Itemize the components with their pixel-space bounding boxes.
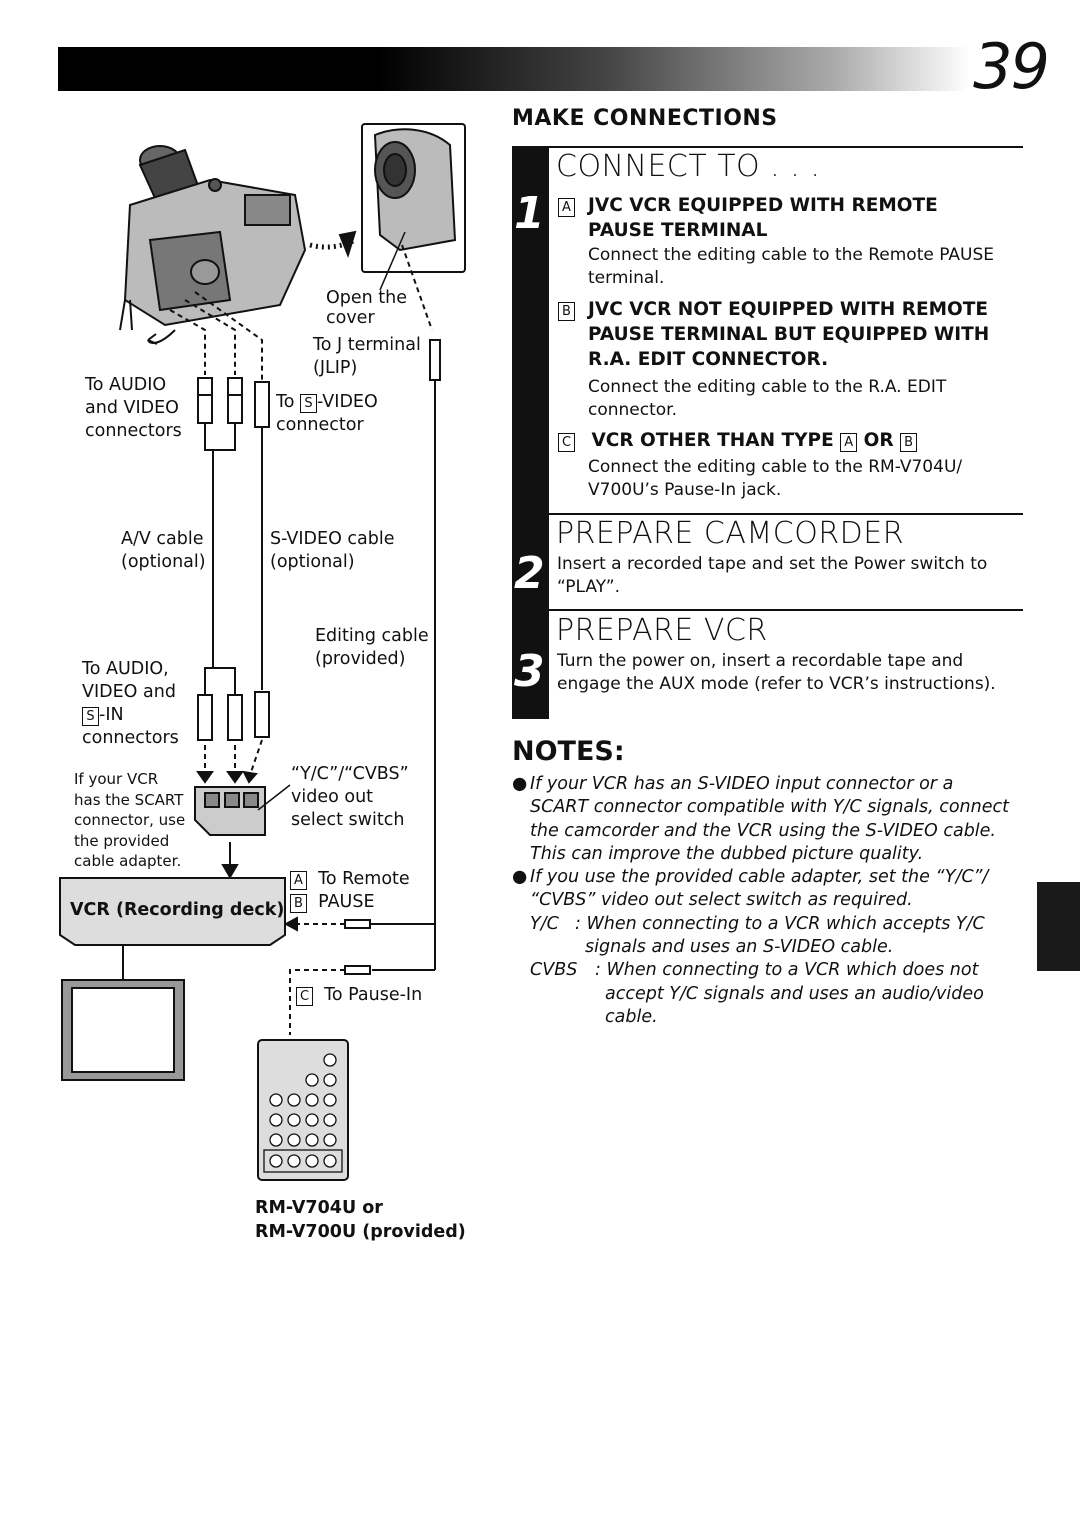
step1-number: 1 [514,188,545,239]
audio-video-in-label: To AUDIO,VIDEO and S-IN connectors [82,659,179,748]
page-number: 39 [973,30,1050,103]
step1-item-a-text: Connect the editing cable to the Remote … [588,245,995,288]
vcr-recording-deck-label: VCR (Recording deck) [70,900,285,920]
header-bar [58,47,970,91]
notes-list: ● If your VCR has an S-VIDEO input conne… [512,773,1032,1029]
step3-text: Turn the power on, insert a recordable t… [557,651,996,694]
note-yc: Y/C : When connecting to a VCR which acc… [530,913,985,958]
section-heading: MAKE CONNECTIONS [512,106,778,131]
notes-heading: NOTES: [512,736,625,767]
step3-number: 3 [514,646,545,697]
step1-item-b-text: Connect the editing cable to the R.A. ED… [588,377,947,420]
step2-number: 2 [514,548,545,599]
step2-title: PREPARE CAMCORDER [556,516,905,551]
step3-rule [549,609,1023,611]
step3-title: PREPARE VCR [556,613,768,648]
step1-item-c-heading: C VCR OTHER THAN TYPE A OR B [558,430,918,452]
svideo-cable-label: S-VIDEO cable(optional) [270,529,395,572]
step2-rule [549,513,1023,515]
camcorder-illustration [119,145,307,345]
remote-pause-label: A To Remote B PAUSE [290,868,410,914]
av-cable-label: A/V cable(optional) [121,529,206,572]
step1-item-c-text: Connect the editing cable to the RM-V704… [588,457,963,500]
editing-cable-label: Editing cable(provided) [315,626,429,669]
pause-in-label: C To Pause-In [296,984,422,1007]
step1-title: CONNECT TO . . . [556,149,821,184]
page-edge-tab [1037,882,1080,971]
j-terminal-label: To J terminal(JLIP) [313,335,421,378]
step1-rule [549,146,1023,148]
step1-item-b-heading: B JVC VCR NOT EQUIPPED WITH REMOTE PAUSE… [558,299,989,370]
connection-diagram [59,123,466,1181]
svideo-connector-label: To S-VIDEO connector [276,392,378,435]
step2-text: Insert a recorded tape and set the Power… [557,554,988,597]
note-cvbs: CVBS : When connecting to a VCR which do… [530,960,984,1027]
step1-item-a-heading: A JVC VCR EQUIPPED WITH REMOTE PAUSE TER… [558,195,938,241]
note-item: ● If your VCR has an S-VIDEO input conne… [512,774,1009,864]
inset-camcorder [361,123,466,273]
step-sidebar-bar [512,146,549,719]
note-item: ● If you use the provided cable adapter,… [512,867,989,911]
